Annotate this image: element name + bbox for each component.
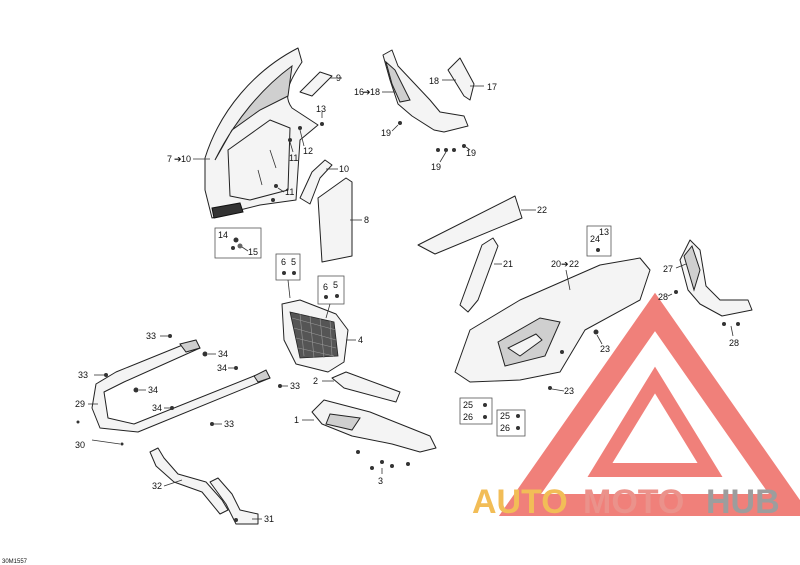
callout-20: 20 (551, 259, 561, 269)
part-22-strip: 22 (417, 195, 547, 255)
part-32-bracket: 32 (149, 447, 229, 515)
part-27-bracket: 27 28 28 (658, 239, 753, 348)
callout-7: 7 (167, 154, 172, 164)
callout-10a: 10 (181, 154, 191, 164)
fasteners-23: 23 23 (548, 329, 610, 396)
callout-20-22: 20 ➔ 22 (551, 259, 579, 291)
callout-31: 31 (264, 514, 274, 524)
callout-13a: 13 (316, 104, 326, 114)
box-5-6-top: 6 5 (275, 253, 301, 299)
callout-14: 14 (218, 230, 228, 240)
callout-34c: 34 (217, 363, 227, 373)
callout-33c: 33 (290, 381, 300, 391)
callout-18b: 18 (429, 76, 439, 86)
part-9-strip: 9 (299, 71, 342, 97)
part-17-18: 18 17 (429, 57, 497, 101)
callout-26b: 26 (500, 423, 510, 433)
callout-25a: 25 (463, 400, 473, 410)
callout-22b: 22 (569, 259, 579, 269)
callout-5b: 5 (333, 280, 338, 290)
part-29-bumper: 29 (75, 339, 271, 433)
callout-29: 29 (75, 399, 85, 409)
part-16-18-deflector (382, 49, 469, 133)
fasteners-11-12-13: 13 12 11 11 (271, 104, 326, 202)
fasteners-19: 19 19 19 (381, 121, 476, 172)
callout-8: 8 (364, 215, 369, 225)
callout-5a: 5 (291, 257, 296, 267)
left-front-panel (204, 47, 319, 219)
svg-text:➔: ➔ (174, 154, 182, 164)
watermark-hub: HUB (706, 483, 780, 521)
box-14-15: 14 15 (214, 227, 262, 259)
callout-28a: 28 (658, 292, 668, 302)
box-13-24: 13 24 (586, 225, 612, 257)
part-31-bracket: 31 (209, 477, 274, 525)
callout-19a: 19 (381, 128, 391, 138)
callout-33a: 33 (146, 331, 156, 341)
callout-30: 30 (75, 440, 85, 450)
part-20-22-side-panel (454, 257, 651, 383)
callout-25b: 25 (500, 411, 510, 421)
part-4-grille: 4 (281, 299, 363, 373)
callout-19c: 19 (466, 148, 476, 158)
callout-18a: 18 (370, 87, 380, 97)
svg-text:➔: ➔ (363, 87, 371, 97)
callout-3: 3 (378, 476, 383, 486)
callout-6a: 6 (281, 257, 286, 267)
callout-34b: 34 (148, 385, 158, 395)
callout-16: 16 (354, 87, 364, 97)
callout-2: 2 (313, 376, 318, 386)
callout-28b: 28 (729, 338, 739, 348)
box-25-26-right: 25 26 (496, 409, 526, 437)
callout-11b: 11 (285, 187, 294, 197)
watermark-logo: AUTO MOTO HUB (472, 292, 800, 521)
svg-text:➔: ➔ (561, 259, 569, 269)
callout-19b: 19 (431, 162, 441, 172)
callout-21: 21 (503, 259, 513, 269)
part-1: 1 (294, 399, 437, 453)
part-2: 2 (313, 371, 401, 403)
callout-7-10: 7 ➔ 10 (167, 154, 210, 164)
callout-27: 27 (663, 264, 673, 274)
callout-16-18: 16 ➔ 18 (354, 87, 396, 97)
callout-33b: 33 (78, 370, 88, 380)
watermark-moto: MOTO (583, 483, 684, 521)
callout-34d: 34 (152, 403, 162, 413)
box-5-6-mid: 6 5 (317, 275, 345, 319)
callout-22a: 22 (537, 205, 547, 215)
part-21: 21 (459, 237, 513, 313)
watermark-auto: AUTO (472, 483, 568, 521)
callout-11a: 11 (289, 153, 298, 163)
callout-23a: 23 (600, 344, 610, 354)
callout-34a: 34 (218, 349, 228, 359)
callout-4: 4 (358, 335, 363, 345)
callout-17: 17 (487, 82, 497, 92)
callout-33d: 33 (224, 419, 234, 429)
callout-9: 9 (336, 73, 341, 83)
fasteners-3: 3 (356, 450, 410, 486)
callout-15: 15 (248, 247, 258, 257)
callout-6b: 6 (323, 282, 328, 292)
callout-10b: 10 (339, 164, 349, 174)
callout-23b: 23 (564, 386, 574, 396)
callout-1: 1 (294, 415, 299, 425)
part-8: 8 (317, 177, 369, 263)
callout-12: 12 (303, 146, 313, 156)
part-10: 10 (299, 159, 349, 205)
box-25-26-left: 25 26 (459, 397, 493, 425)
fasteners-30-33-34: 30 33 34 33 34 34 33 34 33 (75, 331, 300, 450)
watermark-inner-triangle (587, 366, 723, 477)
callout-26a: 26 (463, 412, 473, 422)
watermark-triangle (498, 292, 800, 516)
callout-24: 24 (590, 234, 600, 244)
diagram-id: 30M1557 (2, 559, 28, 565)
callout-13b: 13 (599, 227, 609, 237)
callout-32: 32 (152, 481, 162, 491)
